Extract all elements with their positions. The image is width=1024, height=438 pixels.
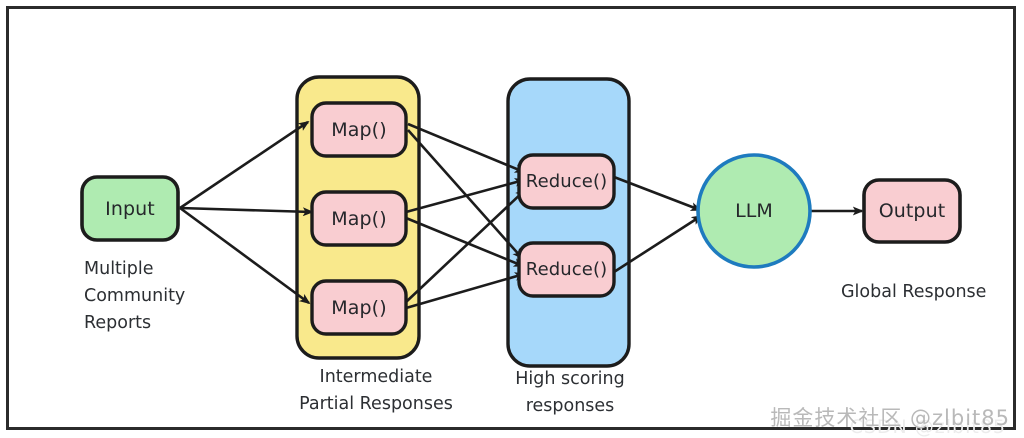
edges-input-to-map	[179, 120, 314, 305]
node-map-2[interactable]	[310, 190, 408, 247]
edges-map-to-reduce	[405, 122, 527, 310]
edge-map1-reduce1	[407, 122, 526, 174]
edge-input-map1	[179, 120, 310, 210]
reduce-group-caption: High scoring responses	[515, 369, 625, 417]
input-caption: Multiple Community Reports	[84, 259, 186, 334]
edge-input-map3	[179, 206, 311, 305]
reduce-group-container	[506, 77, 631, 368]
node-map-3[interactable]	[310, 279, 408, 336]
edge-reduce2-llm	[613, 214, 703, 274]
watermark-primary: 掘金技术社区 @zlbit85	[770, 406, 1010, 430]
node-output[interactable]	[862, 178, 962, 244]
edge-map1-reduce2	[407, 129, 524, 260]
edge-map3-reduce2	[405, 272, 526, 310]
edge-map2-reduce2	[405, 216, 525, 268]
node-llm[interactable]	[696, 153, 812, 269]
edge-map2-reduce1	[405, 178, 526, 214]
edge-reduce1-llm	[613, 175, 702, 212]
node-map-1[interactable]	[310, 101, 408, 158]
edges-reduce-to-llm	[613, 175, 703, 274]
node-input[interactable]	[80, 175, 180, 242]
watermark-ghost: CSDN @zlbit85	[849, 416, 1006, 438]
map-group-caption: Intermediate Partial Responses	[299, 367, 453, 415]
node-reduce-1[interactable]	[517, 153, 616, 210]
edge-input-map2	[179, 206, 314, 217]
edge-map3-reduce1	[405, 188, 527, 303]
node-reduce-2[interactable]	[517, 241, 616, 298]
output-caption: Global Response	[841, 282, 987, 302]
